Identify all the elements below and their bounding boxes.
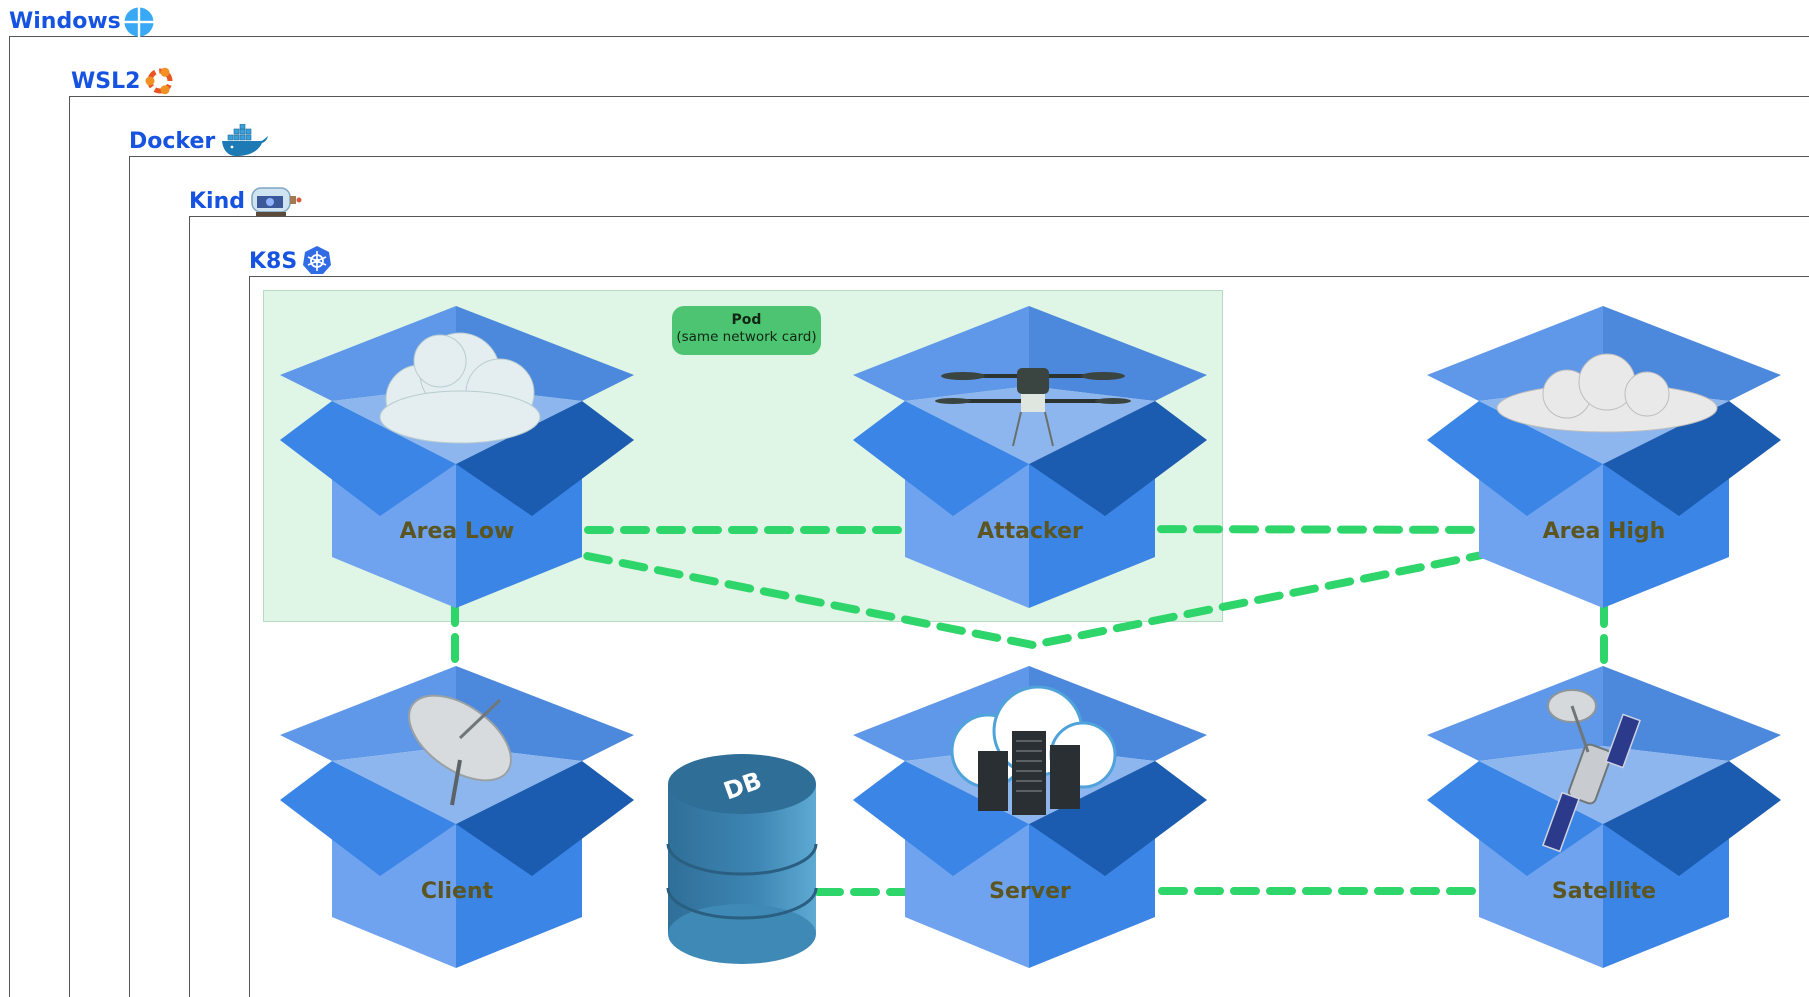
windows-label: Windows <box>9 9 121 34</box>
database-node[interactable]: DB <box>666 752 818 967</box>
docker-label: Docker <box>129 129 216 154</box>
cloud-server-icon <box>950 685 1117 815</box>
pod-badge: Pod (same network card) <box>672 306 821 355</box>
database-cylinder-icon: DB <box>666 754 818 964</box>
client-label: Client <box>420 879 494 904</box>
satellite-dish-icon <box>408 694 512 806</box>
server-label: Server <box>989 879 1071 904</box>
area-low-label: Area Low <box>399 519 515 544</box>
link-attacker-areahigh <box>1121 525 1512 534</box>
pod-title: Pod <box>731 312 762 328</box>
docker-frame <box>129 156 1809 997</box>
area-high-label: Area High <box>1542 519 1666 544</box>
client-node[interactable]: Client <box>280 666 634 968</box>
satellite-node[interactable]: Satellite <box>1427 666 1781 968</box>
cumulus-cloud-icon <box>379 332 541 444</box>
k8s-frame <box>249 276 1809 997</box>
wsl2-frame <box>69 96 1809 997</box>
ubuntu-logo-icon <box>145 67 173 95</box>
windows-logo-icon <box>124 7 154 37</box>
drone-icon <box>935 368 1131 447</box>
area-low-node[interactable]: Area Low <box>280 306 634 608</box>
satellite-label: Satellite <box>1551 879 1657 904</box>
pod-subtitle: (same network card) <box>676 329 817 345</box>
wsl2-label: WSL2 <box>71 69 141 94</box>
attacker-node[interactable]: Attacker <box>853 306 1207 608</box>
kind-frame <box>189 216 1809 997</box>
kind-label: Kind <box>189 189 245 214</box>
grey-cloud-icon <box>1496 353 1718 433</box>
area-high-node[interactable]: Area High <box>1427 306 1781 608</box>
satellite-icon <box>1542 689 1641 853</box>
server-node[interactable]: Server <box>853 666 1207 968</box>
attacker-label: Attacker <box>977 519 1083 544</box>
link-arealow-hub-areahigh <box>548 545 1516 650</box>
kubernetes-helm-icon <box>303 246 331 274</box>
kind-bottle-icon <box>251 187 302 216</box>
k8s-label: K8S <box>249 249 298 274</box>
windows-frame <box>9 36 1809 997</box>
docker-whale-icon <box>222 124 268 156</box>
